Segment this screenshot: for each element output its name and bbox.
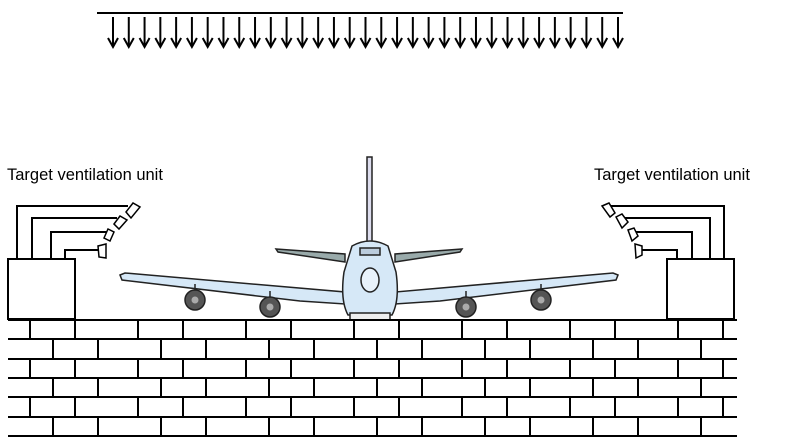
right-duct-2 [624,217,711,259]
arrow-down-icon [596,17,609,50]
left-ventilation-unit [7,202,142,320]
arrow-down-icon [406,17,419,50]
arrow-down-icon [122,17,135,50]
landing-gear [349,312,391,321]
brick-ground [8,319,737,437]
arrow-down-icon [217,17,230,50]
left-duct-1 [16,205,128,259]
right-wing [394,272,619,305]
nose [360,267,380,293]
right-duct-4 [641,249,678,259]
arrow-down-icon [580,17,593,50]
arrow-down-icon [564,17,577,50]
arrow-down-icon [454,17,467,50]
arrow-down-icon [501,17,514,50]
arrow-down-icon [485,17,498,50]
cockpit-windows [359,247,381,256]
arrow-down-icon [138,17,151,50]
right-duct-1 [611,205,725,259]
arrow-down-icon [375,17,388,50]
left-duct-3 [50,231,107,259]
right-unit-box [666,258,735,320]
right-nozzles [600,202,643,260]
left-stabilizer [274,248,346,263]
right-ventilation-unit [600,202,735,320]
left-unit-box [7,258,76,320]
arrow-down-icon [170,17,182,50]
nozzle-icon [103,227,115,243]
arrow-down-icon [470,17,482,50]
nozzle-icon [125,202,142,220]
arrow-down-icon [201,17,214,50]
arrow-down-icon [359,17,372,50]
arrow-down-icon [264,17,277,50]
left-nozzles [97,202,142,259]
arrow-down-icon [391,17,403,50]
arrow-down-icon [533,17,545,50]
left-duct-4 [64,249,99,259]
right-stabilizer [394,248,464,263]
arrow-down-icon [233,17,246,50]
arrow-down-icon [438,17,451,50]
load-arrows [107,17,624,50]
nozzle-icon [97,243,107,259]
arrow-down-icon [296,17,309,50]
right-unit-label: Target ventilation unit [594,166,750,184]
nozzle-icon [627,227,639,243]
arrow-down-icon [612,17,624,50]
arrow-down-icon [422,17,435,50]
arrow-down-icon [517,17,530,50]
right-duct-3 [634,231,693,259]
aircraft-icon [119,156,619,321]
left-wing [119,272,346,305]
left-duct-2 [31,217,117,259]
arrow-down-icon [154,17,167,50]
nozzle-icon [634,242,643,260]
arrow-down-icon [549,17,561,50]
nozzle-icon [600,202,616,219]
nozzle-icon [614,213,629,230]
arrow-down-icon [186,17,198,50]
left-unit-label: Target ventilation unit [7,166,163,184]
arrow-down-icon [249,17,261,50]
tail-fin [366,156,373,253]
arrow-down-icon [343,17,356,50]
arrow-down-icon [328,17,340,50]
nozzle-icon [113,215,129,231]
arrow-down-icon [280,17,293,50]
arrow-down-icon [312,17,325,50]
arrow-down-icon [107,17,119,50]
